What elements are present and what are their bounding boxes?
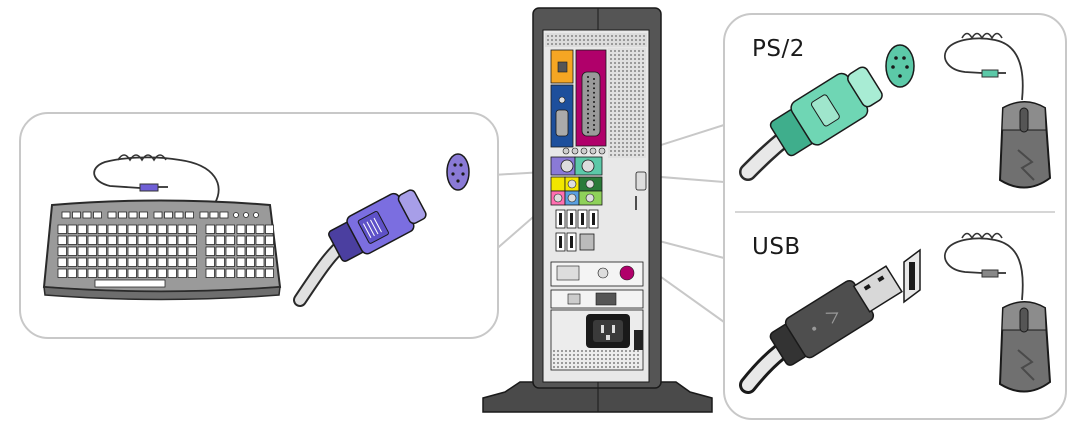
keyboard-icon	[42, 199, 282, 301]
keyboard-keys	[57, 211, 274, 288]
usb-plug-icon	[739, 265, 903, 394]
ps2-keyboard-port-icon	[446, 153, 470, 191]
usb-label: USB	[752, 234, 801, 260]
ps2-keyboard-plug-icon	[293, 189, 427, 307]
computer-tower-icon	[482, 7, 713, 413]
ps2-mouse-plug-icon	[739, 66, 883, 181]
mouse-icon	[943, 32, 1052, 189]
ps2-label: PS/2	[752, 36, 805, 62]
mouse-icon	[943, 232, 1052, 393]
ps2-mouse-port-icon	[885, 44, 915, 88]
keyboard-cable	[93, 154, 220, 204]
usb-port-icon	[903, 248, 921, 304]
